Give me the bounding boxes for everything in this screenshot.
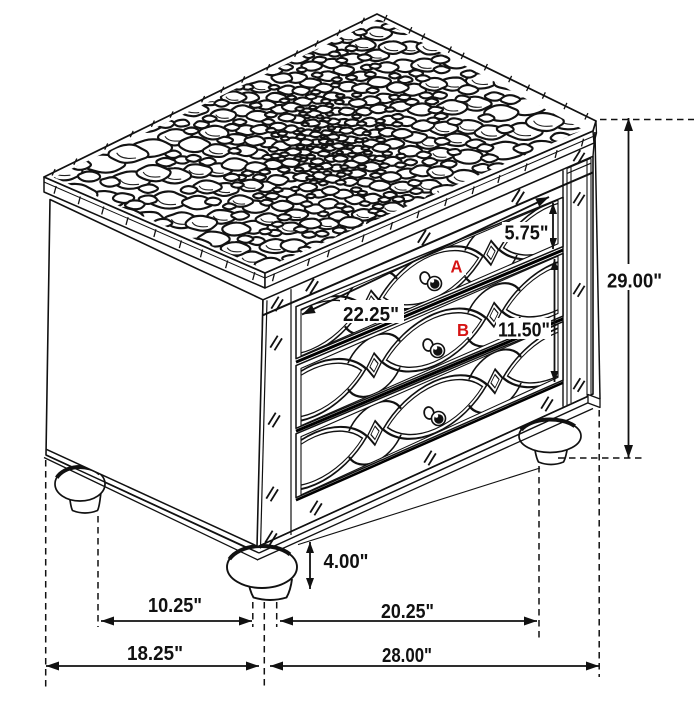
svg-text:11.50": 11.50" <box>498 320 550 342</box>
svg-text:10.25": 10.25" <box>148 595 202 617</box>
svg-text:18.25": 18.25" <box>127 643 183 665</box>
svg-text:20.25": 20.25" <box>381 601 434 623</box>
svg-text:5.75": 5.75" <box>505 223 549 245</box>
svg-text:28.00": 28.00" <box>382 645 432 667</box>
svg-text:4.00": 4.00" <box>324 551 369 573</box>
svg-text:A: A <box>451 257 463 277</box>
svg-text:22.25": 22.25" <box>343 304 399 326</box>
svg-text:29.00": 29.00" <box>607 271 662 293</box>
svg-text:B: B <box>457 320 469 340</box>
